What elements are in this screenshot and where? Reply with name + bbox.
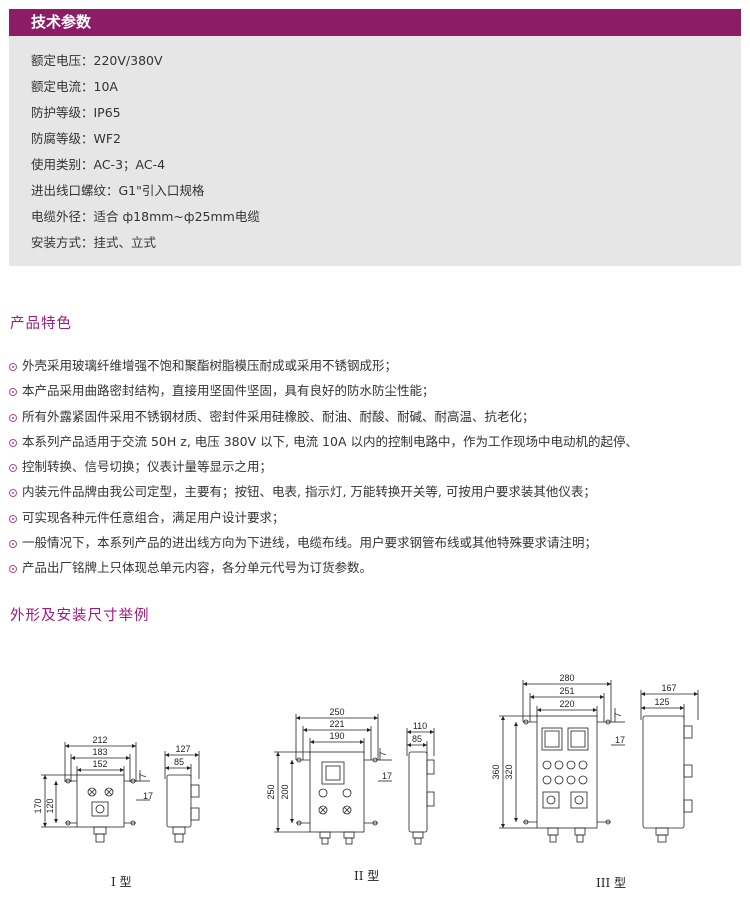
type2-offset-17: 17 bbox=[382, 771, 392, 781]
type3-height-inner: 320 bbox=[504, 764, 514, 779]
feature-item: 外壳采用玻璃纤维增强不饱和聚酯树脂模压耐成或采用不锈钢成形； bbox=[9, 355, 397, 374]
type1-depth-outer: 127 bbox=[175, 744, 190, 754]
type1-offset-7: 7 bbox=[138, 773, 148, 778]
bullet-icon bbox=[9, 515, 17, 523]
feature-item: 控制转换、信号切换；仪表计量等显示之用； bbox=[9, 456, 272, 475]
type1-front-drawing bbox=[41, 742, 150, 843]
type1-offset-17: 17 bbox=[143, 791, 153, 801]
type3-width-inner: 220 bbox=[559, 699, 574, 709]
type3-depth-inner: 125 bbox=[654, 697, 669, 707]
feature-item: 本系列产品适用于交流 50H z, 电压 380V 以下, 电流 10A 以内的… bbox=[9, 431, 638, 450]
type2-offset-7: 7 bbox=[378, 751, 388, 756]
spec-section-body: 额定电压：220V/380V 额定电流：10A 防护等级：IP65 防腐等级：W… bbox=[9, 36, 741, 266]
spec-anticorrosion-grade: 防腐等级：WF2 bbox=[31, 131, 122, 146]
spec-thread: 进出线口螺纹：G1"引入口规格 bbox=[31, 183, 205, 198]
bullet-icon bbox=[9, 439, 17, 447]
type2-height-outer: 250 bbox=[266, 784, 276, 799]
type3-height-outer: 360 bbox=[491, 764, 501, 779]
type2-width-mid: 221 bbox=[329, 719, 344, 729]
type2-label: II 型 bbox=[354, 869, 380, 883]
spec-protection-grade: 防护等级：IP65 bbox=[31, 105, 121, 120]
feature-item: 可实现各种元件任意组合，满足用户设计要求； bbox=[9, 507, 285, 526]
spec-usage-category: 使用类别：AC-3；AC-4 bbox=[31, 157, 166, 172]
type1-height-inner: 120 bbox=[45, 798, 55, 813]
type1-width-outer: 212 bbox=[92, 735, 107, 745]
bullet-icon bbox=[9, 489, 17, 497]
features-title: 产品特色 bbox=[10, 316, 72, 332]
type3-offset-17: 17 bbox=[615, 735, 625, 745]
type3-width-outer: 280 bbox=[559, 673, 574, 683]
type3-label: III 型 bbox=[596, 876, 627, 890]
type3-side-drawing bbox=[640, 690, 699, 843]
bullet-icon bbox=[9, 388, 17, 396]
type1-width-inner: 152 bbox=[92, 759, 107, 769]
type2-side-drawing bbox=[406, 728, 435, 845]
dimensions-title: 外形及安装尺寸举例 bbox=[10, 608, 150, 624]
type2-front-drawing bbox=[274, 714, 392, 845]
type2-depth-outer: 110 bbox=[413, 721, 427, 731]
feature-item: 一般情况下，本系列产品的进出线方向为下进线，电缆布线。用户要求钢管布线或其他特殊… bbox=[9, 532, 597, 551]
feature-item: 内装元件品牌由我公司定型，主要有；按钮、电表, 指示灯, 万能转换开关等, 可按… bbox=[9, 481, 596, 500]
type1-depth-inner: 85 bbox=[174, 757, 184, 767]
type2-height-inner: 200 bbox=[280, 784, 290, 799]
spec-rated-current: 额定电流：10A bbox=[31, 79, 118, 94]
feature-item: 所有外露紧固件采用不锈钢材质、密封件采用硅橡胶、耐油、耐酸、耐碱、耐高温、抗老化… bbox=[9, 406, 535, 425]
type1-side-drawing bbox=[164, 751, 200, 843]
type2-width-inner: 190 bbox=[329, 731, 344, 741]
bullet-icon bbox=[9, 414, 17, 422]
type3-front-drawing bbox=[499, 680, 625, 843]
bullet-icon bbox=[9, 363, 17, 371]
type3-depth-outer: 167 bbox=[661, 683, 676, 693]
bullet-icon bbox=[9, 565, 17, 573]
type1-height-outer: 170 bbox=[33, 798, 43, 813]
type2-width-outer: 250 bbox=[329, 707, 344, 717]
type1-label: I 型 bbox=[111, 875, 132, 889]
type3-width-mid: 251 bbox=[559, 686, 574, 696]
spec-rated-voltage: 额定电压：220V/380V bbox=[31, 53, 163, 68]
feature-item: 产品出厂铭牌上只体现总单元内容，各分单元代号为订货参数。 bbox=[9, 557, 372, 576]
bullet-icon bbox=[9, 540, 17, 548]
type1-width-mid: 183 bbox=[92, 747, 107, 757]
spec-mounting: 安装方式：挂式、立式 bbox=[31, 235, 157, 250]
spec-cable-diameter: 电缆外径：适合 ф18mm~ф25mm电缆 bbox=[31, 209, 260, 224]
type2-depth-inner: 85 bbox=[412, 734, 422, 744]
spec-section-header: 技术参数 bbox=[9, 9, 741, 36]
type3-offset-7: 7 bbox=[613, 712, 623, 717]
bullet-icon bbox=[9, 464, 17, 472]
feature-item: 本产品采用曲路密封结构，直接用坚固件坚固，具有良好的防水防尘性能； bbox=[9, 380, 435, 399]
